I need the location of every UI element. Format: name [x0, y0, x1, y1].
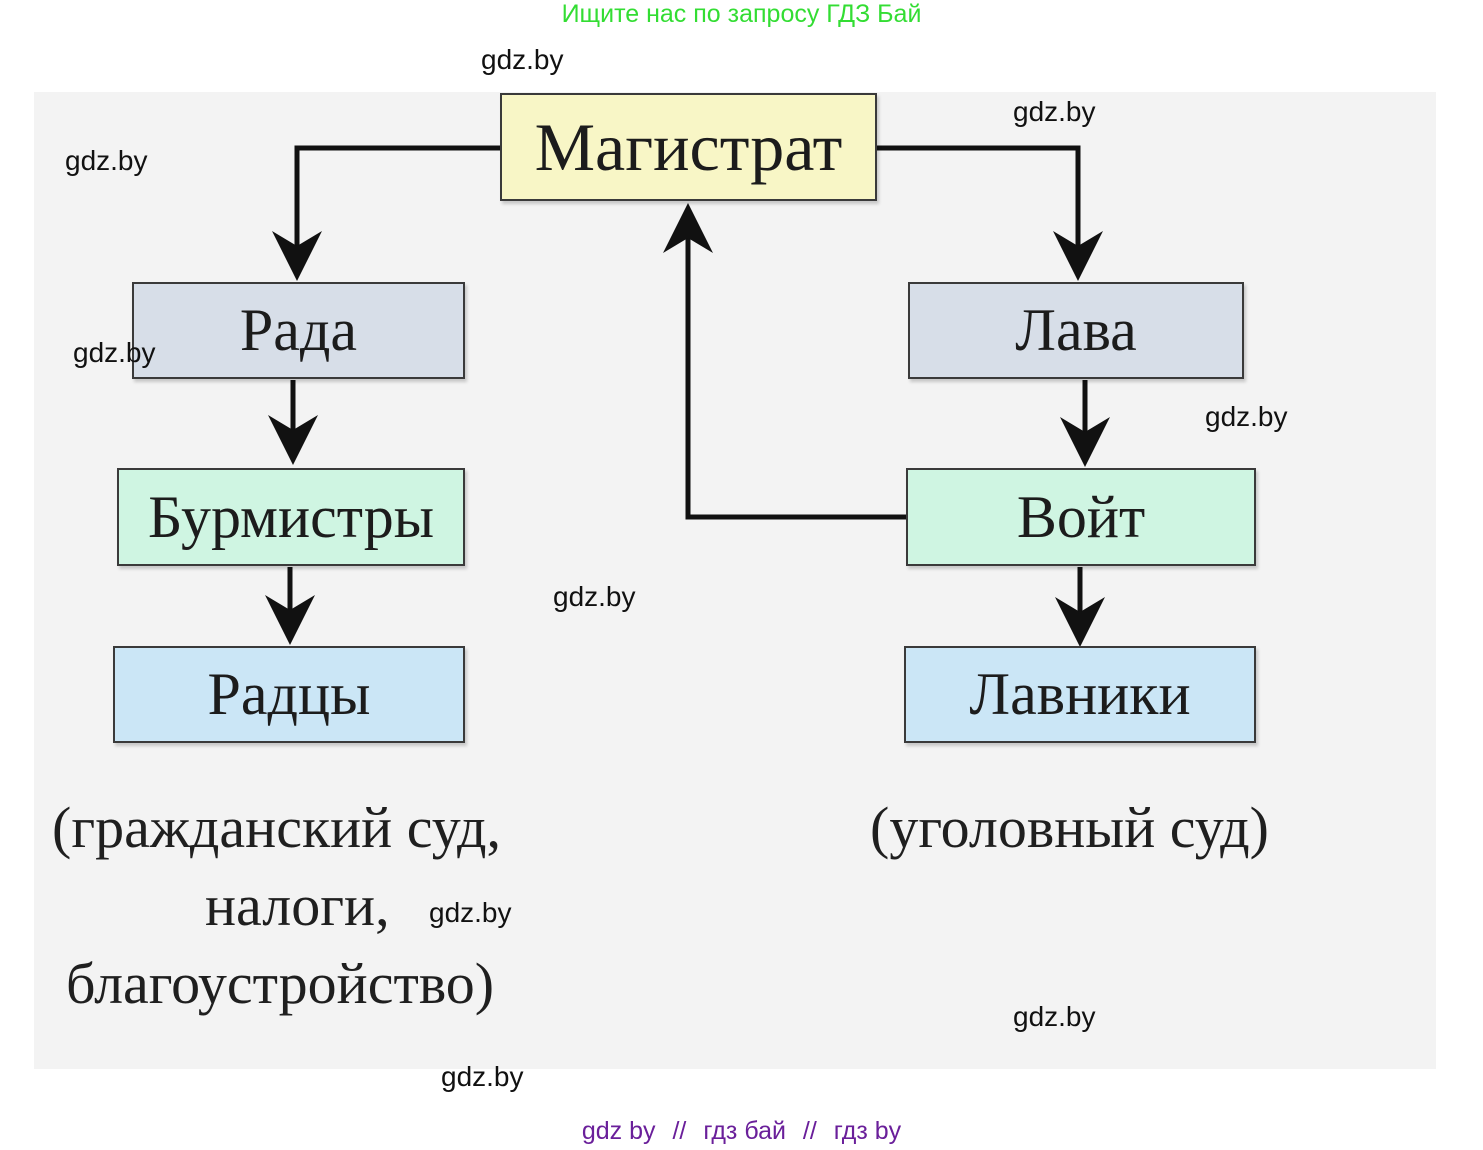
- watermark: gdz.by: [1013, 96, 1096, 127]
- node-lavniki: Лавники: [904, 646, 1256, 743]
- node-magistrat-label: Магистрат: [534, 108, 843, 185]
- diagram-panel: [34, 92, 1436, 1069]
- arrow-voit-to-magistrat: [663, 203, 907, 520]
- node-burmistry-label: Бурмистры: [147, 483, 435, 550]
- node-rada-label: Рада: [239, 297, 358, 363]
- watermark: gdz.by: [1205, 401, 1288, 432]
- node-lavniki-label: Лавники: [969, 661, 1191, 727]
- node-magistrat: Магистрат: [500, 93, 877, 201]
- node-radtsy-label: Радцы: [207, 661, 371, 727]
- node-rada: Рада: [132, 282, 465, 379]
- node-lava: Лава: [908, 282, 1244, 379]
- watermark: gdz.by: [481, 44, 564, 75]
- footer-link-gdz-bai[interactable]: гдз бай: [703, 1117, 786, 1145]
- node-lava-label: Лава: [1015, 297, 1137, 363]
- footer-link-gdz-by-cyr[interactable]: гдз by: [833, 1117, 902, 1145]
- footer-separator: //: [672, 1117, 687, 1145]
- footer-link-gdz-by[interactable]: gdz by: [581, 1117, 656, 1145]
- arrow-magistrat-to-rada: [272, 145, 501, 281]
- watermark: gdz.by: [441, 1061, 524, 1092]
- footer-separator: //: [802, 1117, 817, 1145]
- node-burmistry: Бурмистры: [117, 468, 465, 566]
- node-voit-label: Войт: [1016, 483, 1146, 550]
- watermark: gdz.by: [65, 145, 148, 176]
- watermark: gdz.by: [553, 581, 636, 612]
- watermark: gdz.by: [1013, 1001, 1096, 1032]
- note-left-line-3: благоустройство): [66, 951, 495, 1016]
- watermark: gdz.by: [429, 897, 512, 928]
- node-radtsy: Радцы: [113, 646, 465, 743]
- search-banner: Ищите нас по запросу ГДЗ Бай: [561, 0, 922, 28]
- node-voit: Войт: [906, 468, 1256, 566]
- footer-links: gdz by // гдз бай // гдз by: [0, 1116, 1483, 1146]
- note-left-line-2: налоги,: [205, 873, 390, 938]
- watermark: gdz.by: [73, 337, 156, 368]
- note-right-line-1: (уголовный суд): [870, 795, 1269, 860]
- arrow-magistrat-to-lava: [876, 145, 1103, 281]
- note-left-line-1: (гражданский суд,: [52, 795, 502, 860]
